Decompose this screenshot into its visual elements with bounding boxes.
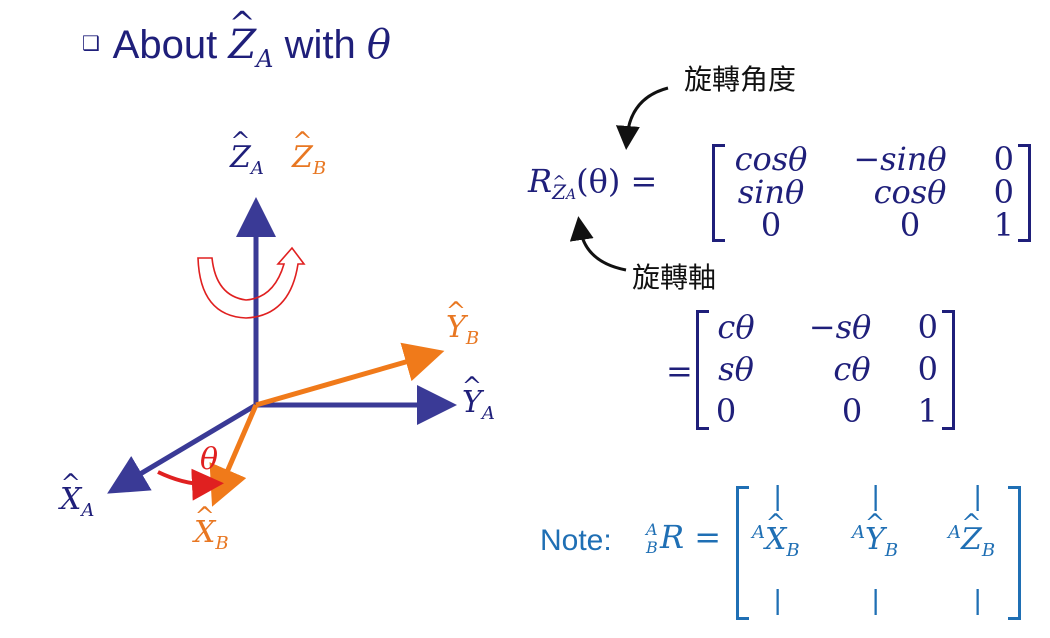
note-left-bracket: [736, 486, 749, 620]
bullet-icon: ❑: [82, 33, 100, 55]
matrix2-left-bracket: [696, 310, 709, 430]
matrix1-cell: 0: [899, 206, 921, 244]
slide-title: ❑ About ZA with θ: [82, 22, 391, 73]
title-axis: ZA: [228, 22, 273, 73]
matrix2-cell: 0: [917, 308, 938, 346]
matrix2-cell: 0: [917, 350, 938, 388]
angle-annotation-arrow: [615, 86, 669, 150]
rotation-around-z-icon: [197, 246, 306, 319]
title-with: with: [273, 23, 367, 67]
matrix1-cell: −sinθ: [853, 140, 947, 178]
matrix1-cell: 0: [993, 140, 1014, 178]
matrix2-cell: cθ: [717, 308, 755, 346]
note-bar: |: [974, 480, 982, 511]
title-text: About: [112, 23, 229, 67]
matrix2-cell: 0: [841, 392, 863, 430]
ya-label: YA: [462, 385, 495, 424]
xb-axis-arrow: [209, 404, 259, 507]
matrix1-left-bracket: [712, 144, 725, 242]
note-bar: |: [774, 584, 782, 615]
yb-label: YB: [446, 310, 479, 349]
note-bar: |: [872, 480, 880, 511]
note-column-z: AZB: [948, 522, 995, 561]
note-column-x: AXB: [752, 522, 800, 561]
note-label: Note:: [540, 524, 612, 557]
rotation-angle-annotation: 旋轉角度: [684, 63, 797, 96]
theta-label: θ: [200, 442, 219, 477]
xa-label: XA: [60, 482, 94, 521]
matrix1-cell: cosθ: [734, 140, 808, 178]
note-bar: |: [974, 584, 982, 615]
yb-axis-arrow: [255, 342, 445, 408]
rotation-axis-annotation: 旋轉軸: [632, 261, 717, 294]
note-column-y: AYB: [852, 522, 898, 561]
xb-label: XB: [194, 515, 229, 554]
rotation-matrix-lhs: RZA(θ) =: [528, 162, 657, 204]
za-label: ZA: [230, 140, 264, 179]
matrix1-right-bracket: [1018, 144, 1031, 242]
matrix2-cell: −sθ: [808, 308, 872, 346]
matrix1-cell: 1: [993, 206, 1014, 244]
matrix1-cell: 0: [760, 206, 782, 244]
matrix1-cell: sinθ: [737, 173, 805, 211]
matrix2-cell: cθ: [833, 350, 871, 388]
matrix1-cell: cosθ: [873, 173, 947, 211]
zb-label: ZB: [292, 140, 326, 179]
note-right-bracket: [1008, 486, 1021, 620]
theta-rotation-arrow: [157, 468, 224, 501]
matrix1-cell: 0: [993, 173, 1014, 211]
matrix2-cell: 0: [715, 392, 737, 430]
matrix2-cell: sθ: [718, 350, 754, 388]
note-bar: |: [872, 584, 880, 615]
note-lhs: A B R =: [646, 518, 722, 557]
axis-annotation-arrow: [569, 216, 627, 272]
title-angle: θ: [366, 22, 391, 68]
matrix2-equals: =: [666, 352, 693, 390]
note-bar: |: [774, 480, 782, 511]
matrix2-right-bracket: [942, 310, 955, 430]
matrix2-cell: 1: [917, 392, 938, 430]
xa-axis-arrow: [107, 402, 258, 494]
